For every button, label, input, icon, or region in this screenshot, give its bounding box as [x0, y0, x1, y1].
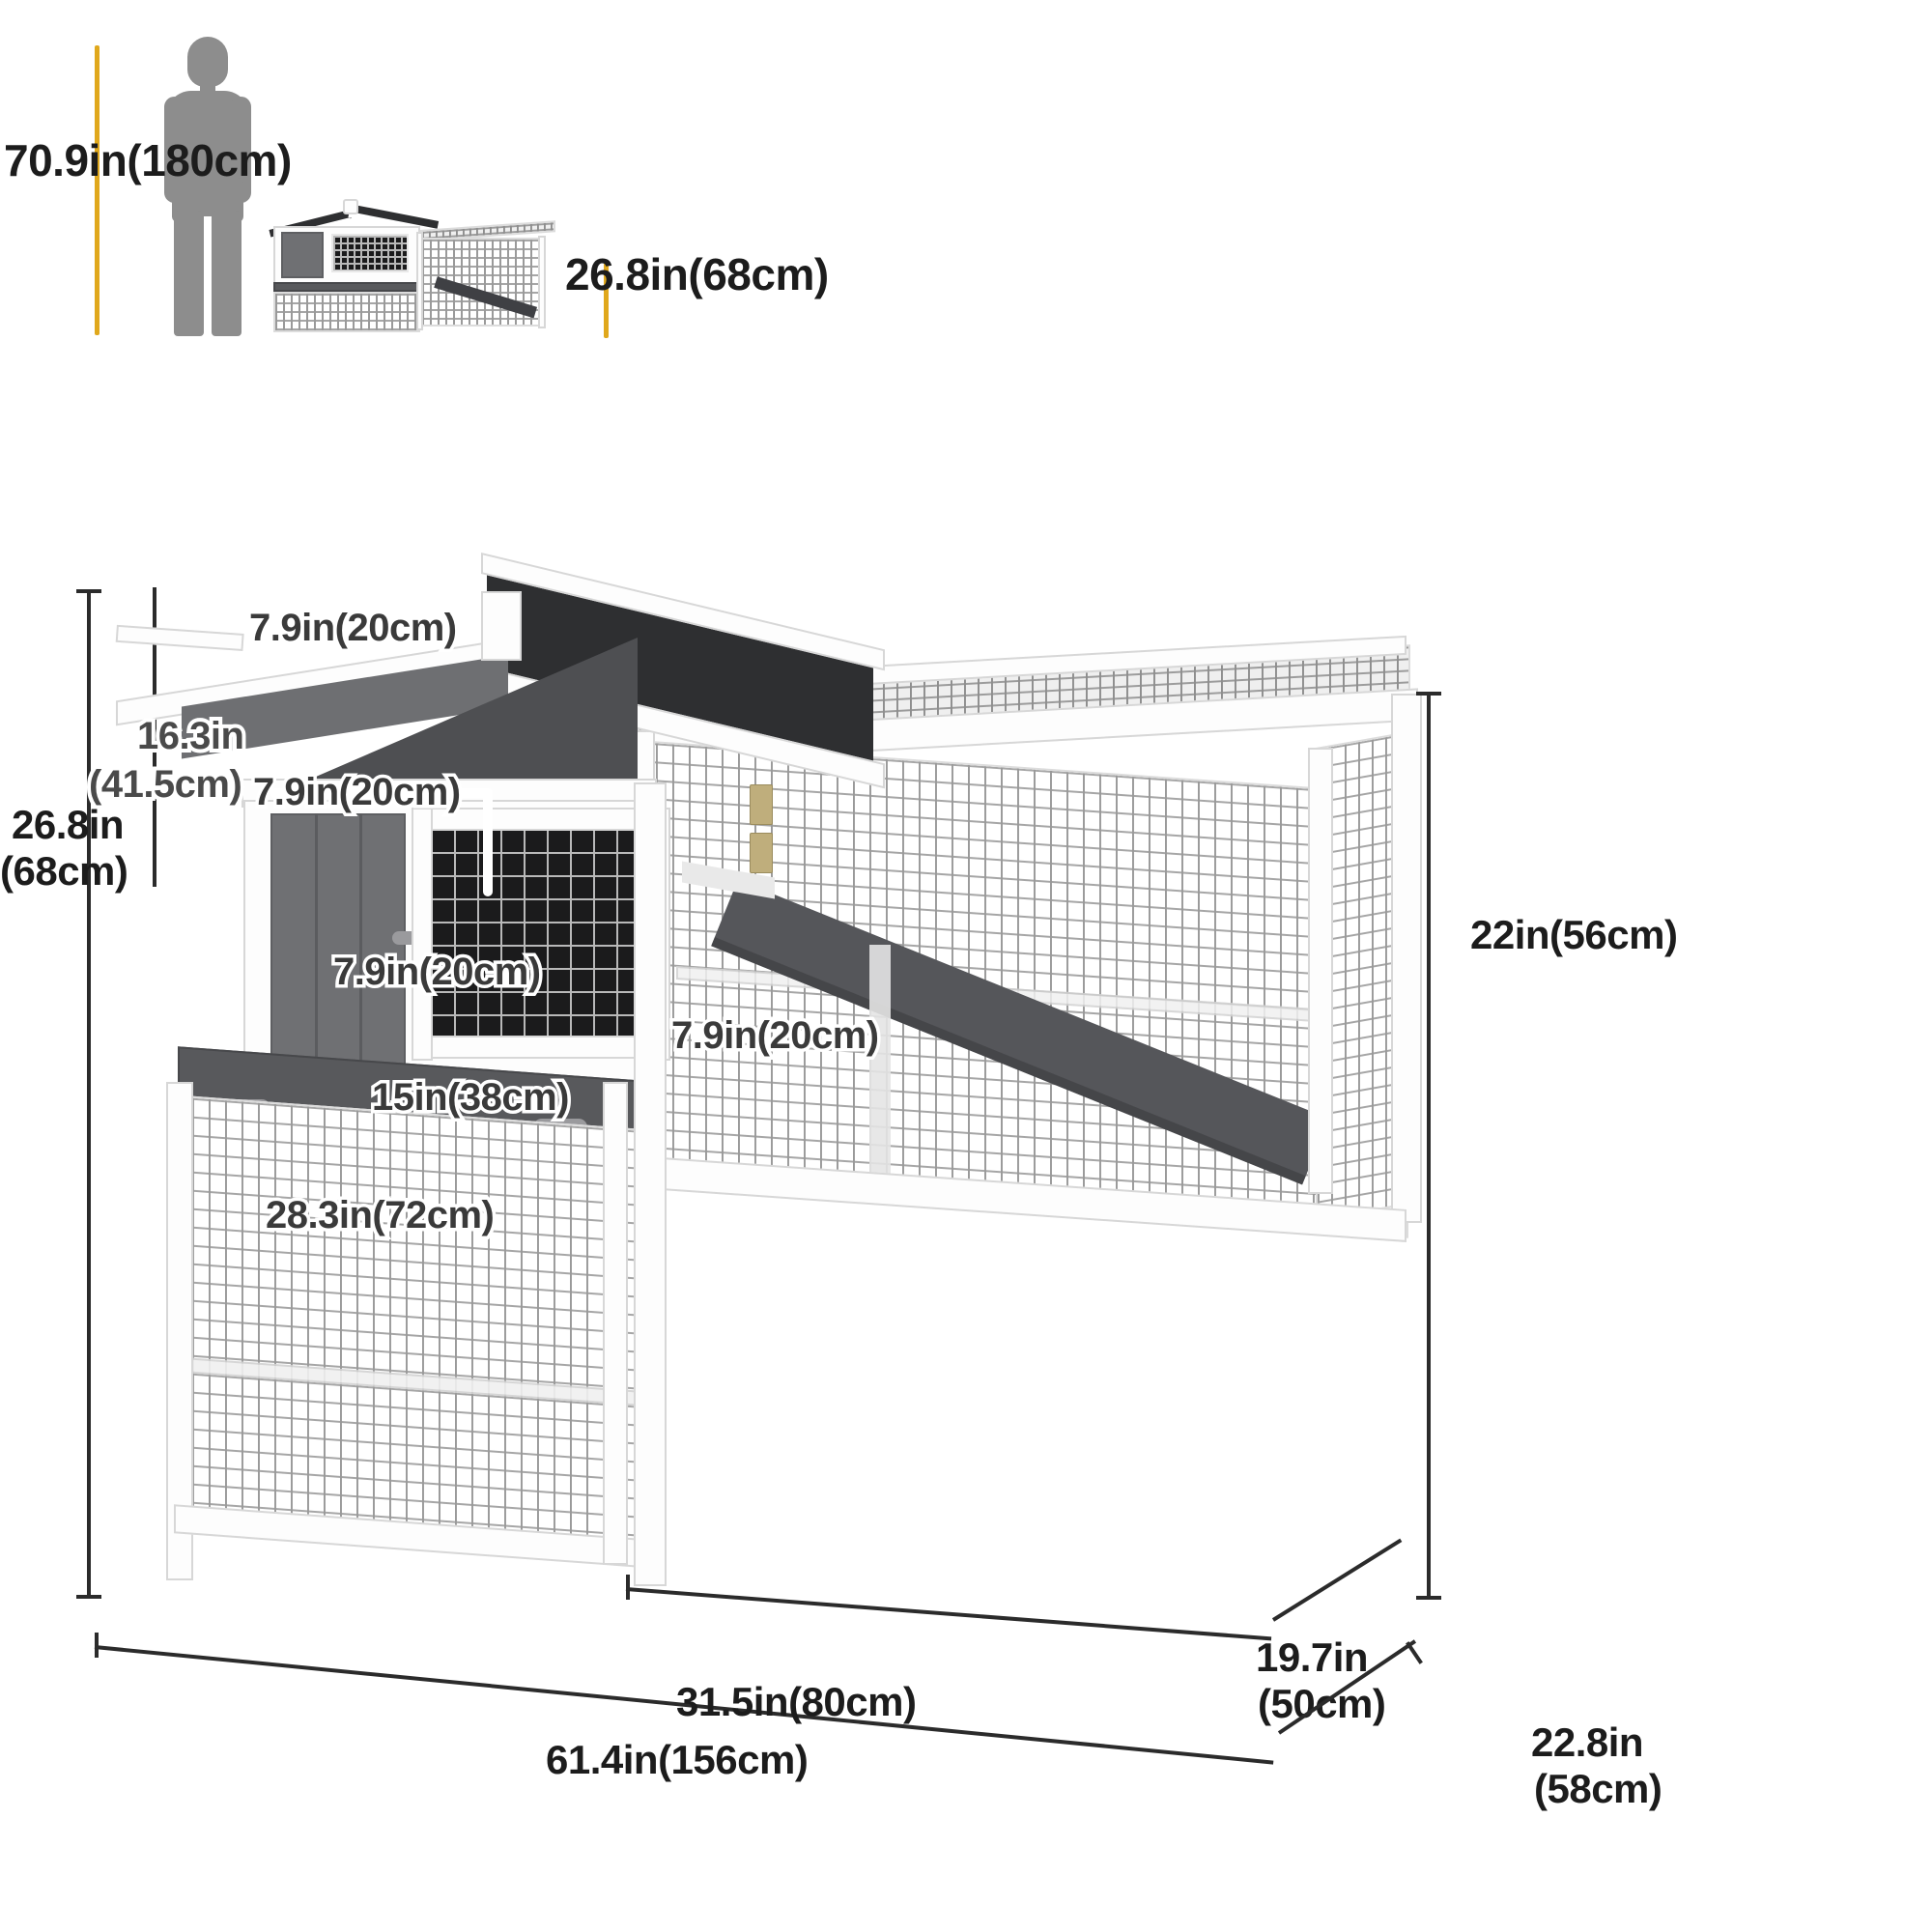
door-plank-line-1 [315, 813, 318, 1074]
run-height-dimension-line [1427, 692, 1431, 1600]
overall-height-label-cm: (68cm) [0, 848, 128, 894]
main-product-diagram: 26.8in (68cm) [0, 522, 1932, 1932]
upper-house-height-label-cm: (41.5cm) [85, 759, 246, 810]
run-height-cap-top [1416, 692, 1441, 696]
run-door-hinge-upper[interactable] [750, 833, 773, 873]
mesh-window-frame-bottom [415, 1036, 668, 1059]
run-depth-label: 19.7in [1256, 1634, 1369, 1680]
gable-face [280, 638, 638, 802]
overall-height-label: 26.8in [12, 802, 125, 847]
lower-run-mesh [174, 1094, 657, 1567]
upper-height-dimension-line [153, 587, 156, 887]
mesh-window-height-label: 7.9in(20cm) [330, 948, 545, 997]
overall-depth-label-cm: (58cm) [1534, 1766, 1662, 1811]
lower-run-left-post [166, 1082, 193, 1580]
run-width-cap-left [626, 1575, 630, 1600]
mini-product-height-label: 26.8in(68cm) [565, 249, 829, 299]
run-rear-right-post [1308, 748, 1333, 1194]
mini-product-height-tick [604, 263, 609, 338]
overall-depth-label: 22.8in [1531, 1719, 1644, 1765]
upper-house-door[interactable] [270, 813, 406, 1074]
human-height-label: 70.9in(180cm) [4, 135, 292, 185]
run-door-hinge-top[interactable] [750, 784, 773, 825]
upper-house-mesh-window [429, 827, 657, 1039]
overall-length-label: 61.4in(156cm) [546, 1737, 809, 1782]
upper-house-height-label: 16.3in [133, 711, 248, 761]
house-center-divider-post [603, 1082, 628, 1565]
run-right-post [1391, 694, 1422, 1223]
mesh-window-width-label: 15in(38cm) [369, 1073, 573, 1122]
door-width-bracket [270, 788, 493, 798]
human-silhouette [145, 37, 270, 336]
run-width-label: 31.5in(80cm) [676, 1679, 917, 1724]
product-illustration [97, 541, 1449, 1748]
overall-length-cap-left [95, 1633, 99, 1658]
mesh-window-frame-left [412, 808, 433, 1061]
scale-reference-section: 70.9in(180cm) 26.8in(68cm) [0, 0, 1932, 415]
right-panel-width-label: 7.9in(20cm) [668, 1011, 883, 1061]
house-right-post [634, 782, 667, 1586]
run-height-cap-bottom [1416, 1596, 1441, 1600]
house-width-label: 28.3in(72cm) [262, 1191, 497, 1240]
overall-height-cap-bottom [76, 1595, 101, 1599]
door-plank-line-2 [359, 813, 362, 1074]
overall-height-dimension-line [87, 589, 91, 1599]
door-width-label: 7.9in(20cm) [250, 768, 465, 817]
overall-height-cap-top [76, 589, 101, 593]
roof-left-eave [115, 624, 244, 651]
run-height-label: 22in(56cm) [1470, 912, 1678, 957]
roof-overhang-label: 7.9in(20cm) [246, 604, 461, 653]
mini-product-illustration [256, 193, 555, 338]
human-height-tick-top [95, 45, 99, 335]
ramp-support-post [869, 945, 891, 1177]
door-width-bracket-right-leg [483, 788, 493, 896]
